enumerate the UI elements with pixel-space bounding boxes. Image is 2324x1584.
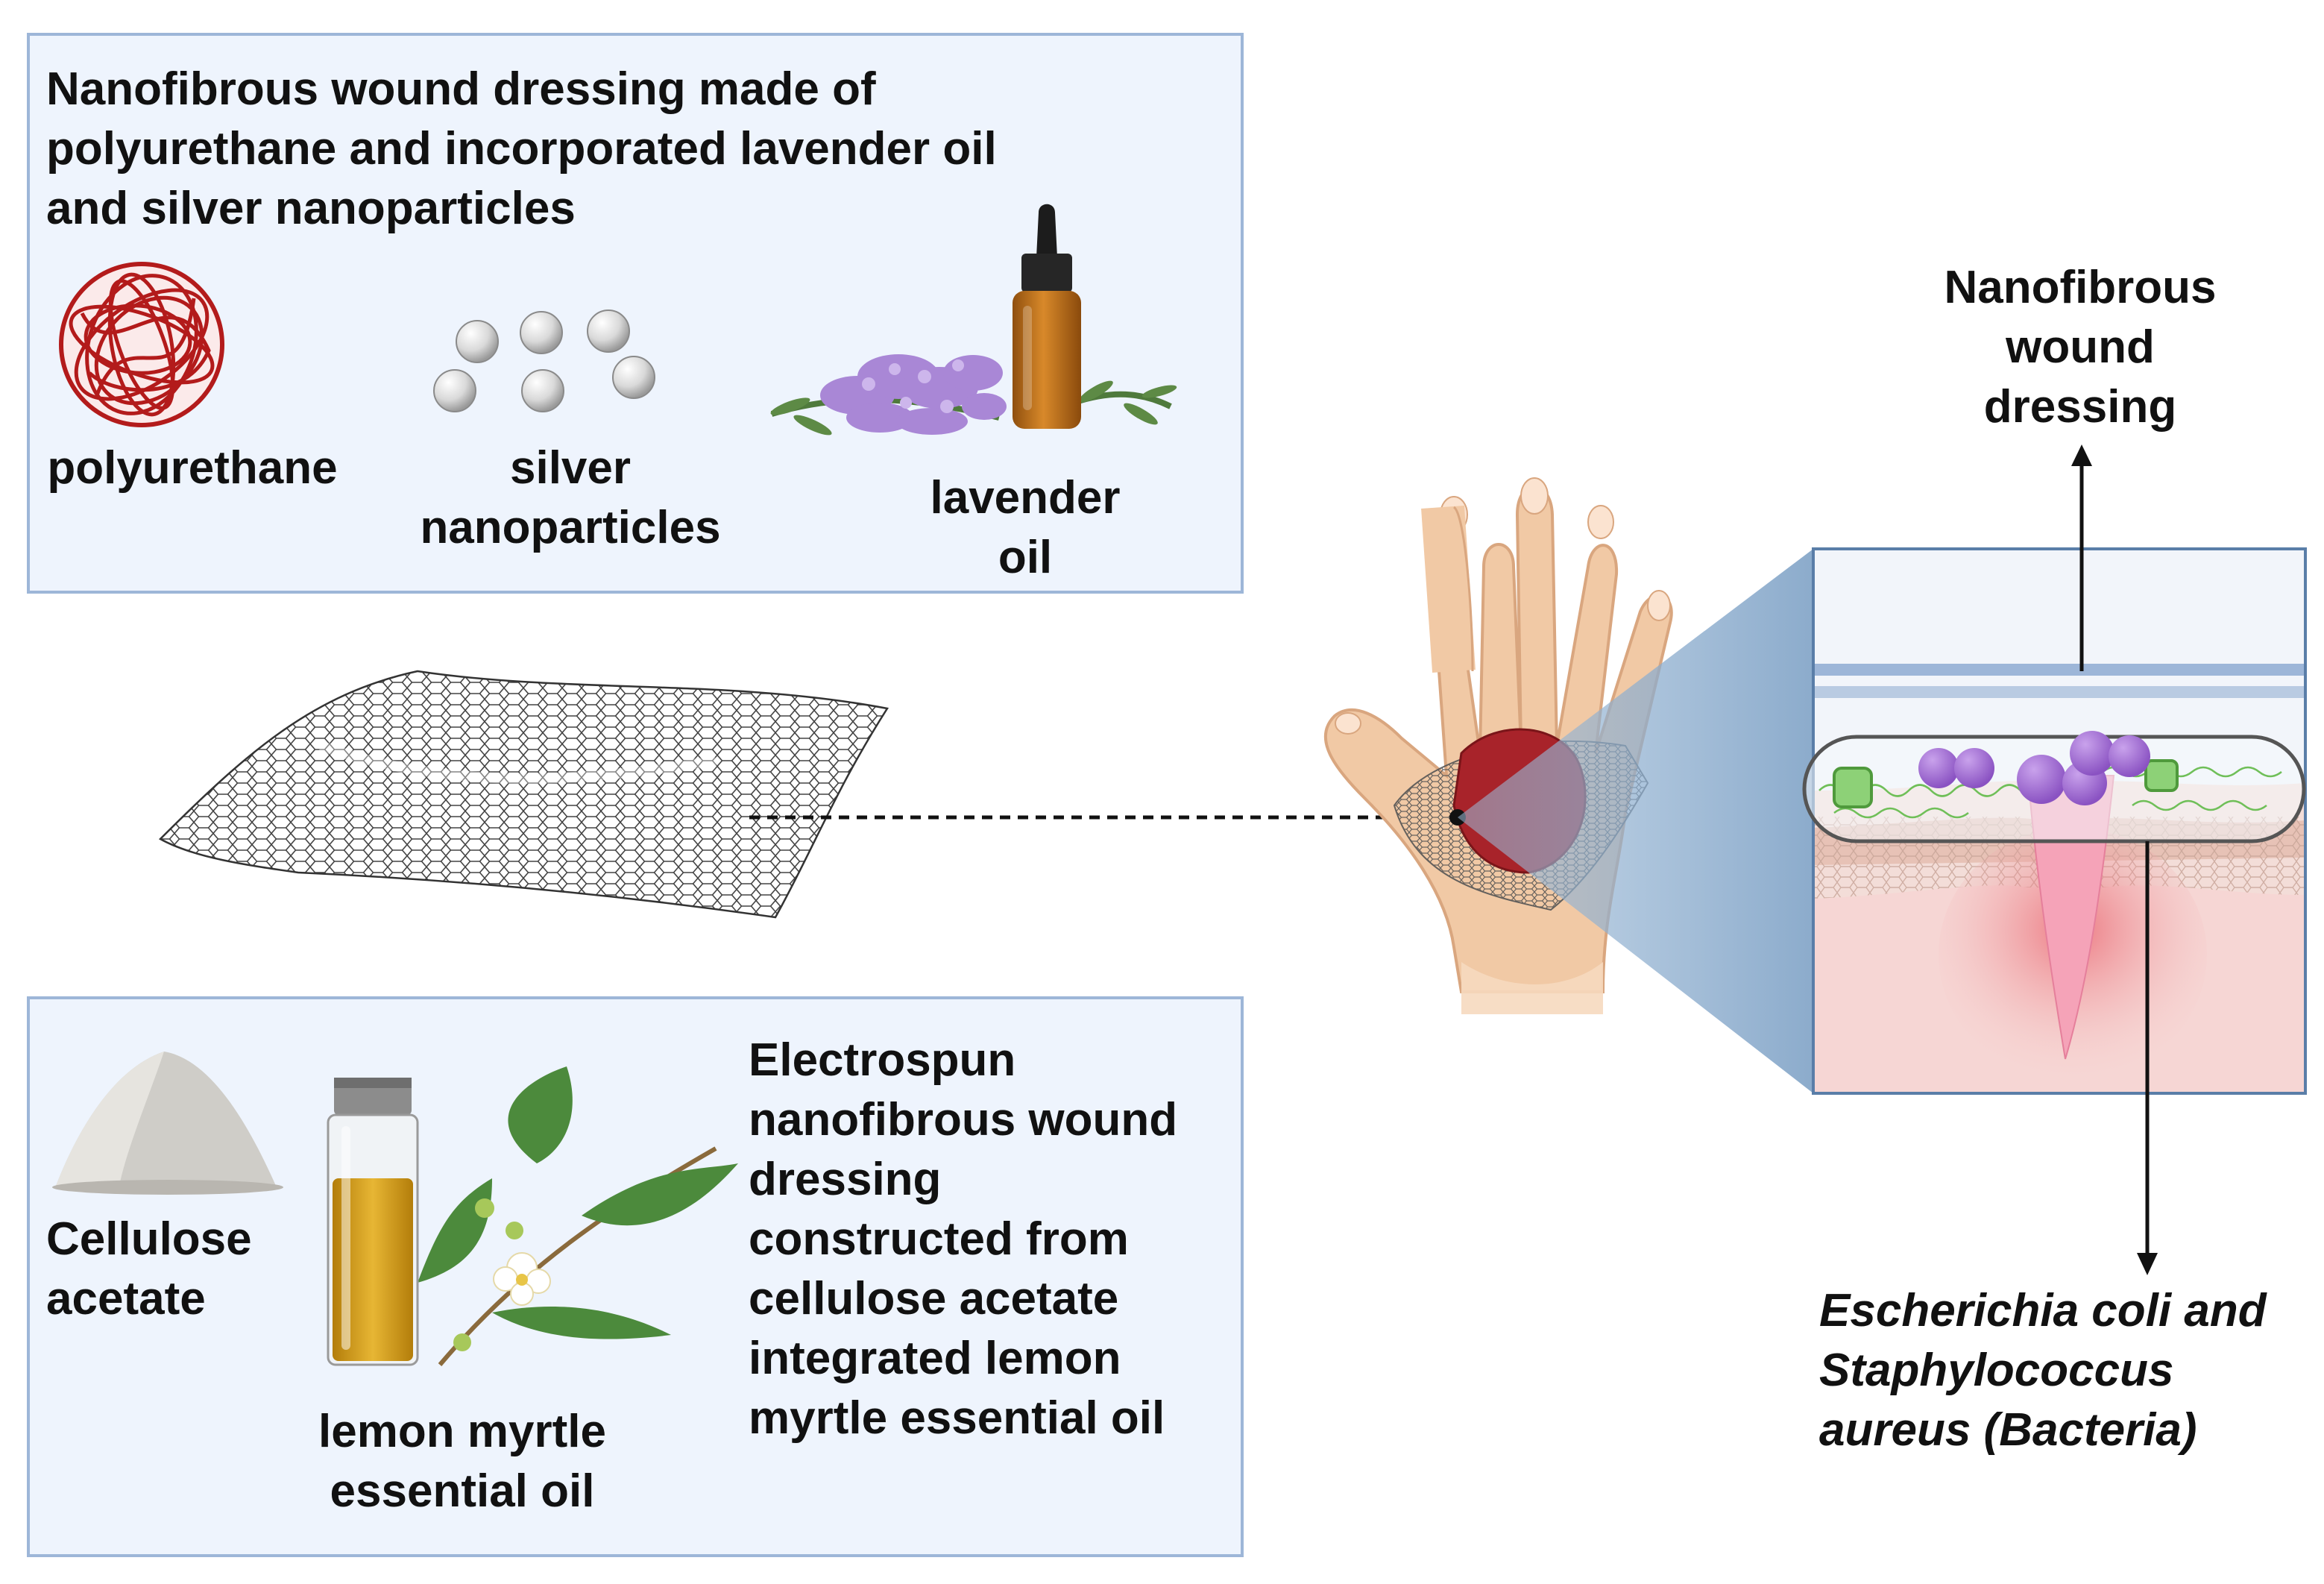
top-panel-title: Nanofibrous wound dressing made of polyu… (46, 63, 997, 234)
bottom-panel-description: Electrospun nanofibrous wound dressing c… (749, 1034, 1178, 1444)
silver-nanoparticles-icon (433, 309, 655, 412)
lavender-oil-label: lavender oil (930, 472, 1121, 583)
lemon-myrtle-leaves-icon (418, 1066, 738, 1366)
polyurethane-label: polyurethane (47, 442, 338, 494)
lavender-sprigs-icon (770, 354, 1177, 436)
nanofiber-mesh-sheet-icon (158, 670, 889, 919)
lemon-myrtle-oil-vial-icon (327, 1078, 419, 1366)
polyurethane-fiber-ball-icon (59, 262, 224, 427)
silver-nanoparticles-label: silver nanoparticles (420, 442, 721, 553)
lavender-oil-bottle-icon (1013, 204, 1081, 429)
cellulose-acetate-label: Cellulose acetate (46, 1213, 252, 1324)
arrow-to-bacteria-label (2137, 841, 2158, 1275)
zoom-cross-section (1802, 547, 2307, 1095)
zoom-cone (1458, 549, 1813, 1093)
bacteria-label: Escherichia coli and Staphylococcus aure… (1819, 1285, 2267, 1456)
bottom-info-panel (27, 996, 1244, 1557)
lemon-myrtle-oil-label: lemon myrtle essential oil (318, 1406, 606, 1517)
cellulose-acetate-powder-icon (52, 1052, 283, 1195)
bacteria-icon (1833, 731, 2179, 808)
nanofibrous-dressing-label: Nanofibrous wound dressing (1944, 262, 2217, 433)
arrow-to-dressing-label (2071, 444, 2092, 671)
